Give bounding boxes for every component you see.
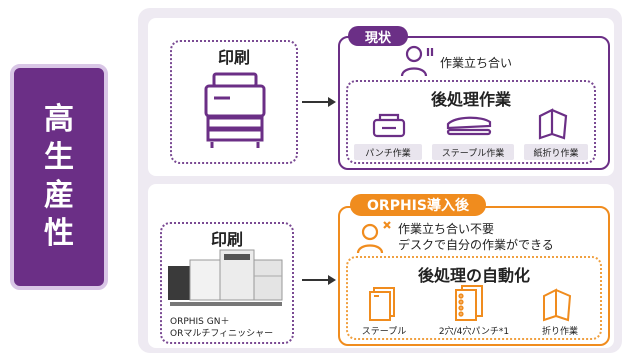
arrow-icon (302, 97, 336, 107)
note-line2: デスクで自分の作業ができる (398, 238, 554, 252)
auto-task-label: 2穴/4穴パンチ*1 (438, 327, 510, 337)
after-post-box (346, 256, 602, 340)
after-post-title: 後処理の自動化 (417, 266, 530, 285)
task-label: ステープル作業 (432, 144, 514, 160)
arrow-icon (302, 275, 336, 285)
current-print-label: 印刷 (217, 48, 250, 67)
printer-icon (204, 72, 266, 148)
badge-char: 性 (44, 216, 74, 251)
orphis-printer-image (168, 249, 283, 306)
worker-icon (400, 45, 434, 77)
task-label: 紙折り作業 (524, 144, 588, 160)
productivity-badge: 高 生 産 性 (10, 64, 108, 290)
current-post-box (346, 80, 596, 164)
after-print-box (160, 222, 294, 344)
staple-doc-icon (369, 287, 395, 321)
product-name-line2: ORマルチフィニッシャー (170, 329, 274, 339)
stapler-icon (446, 116, 492, 136)
product-name-line1: ORPHIS GN＋ (170, 317, 230, 327)
after-tag: ORPHIS導入後 (350, 194, 486, 216)
current-workflow-box (338, 36, 610, 170)
task-label: パンチ作業 (354, 144, 422, 160)
badge-char: 高 (44, 102, 74, 137)
punch-icon (372, 113, 406, 138)
fold-doc-icon (543, 288, 572, 322)
current-post-title: 後処理作業 (430, 90, 511, 109)
note-line1: 作業立ち合い不要 (398, 222, 495, 236)
attendance-text: 作業立ち合い (440, 56, 513, 70)
current-print-box (170, 40, 298, 164)
auto-task-label: 折り作業 (541, 327, 578, 337)
current-tag: 現状 (348, 26, 408, 46)
auto-task-label: ステープル (361, 327, 407, 337)
worker-idle-icon (356, 221, 391, 254)
badge-char: 生 (44, 140, 74, 175)
fold-icon (538, 108, 568, 140)
badge-char: 産 (44, 178, 74, 213)
after-print-label: 印刷 (210, 230, 243, 249)
punch-doc-icon (455, 285, 483, 321)
